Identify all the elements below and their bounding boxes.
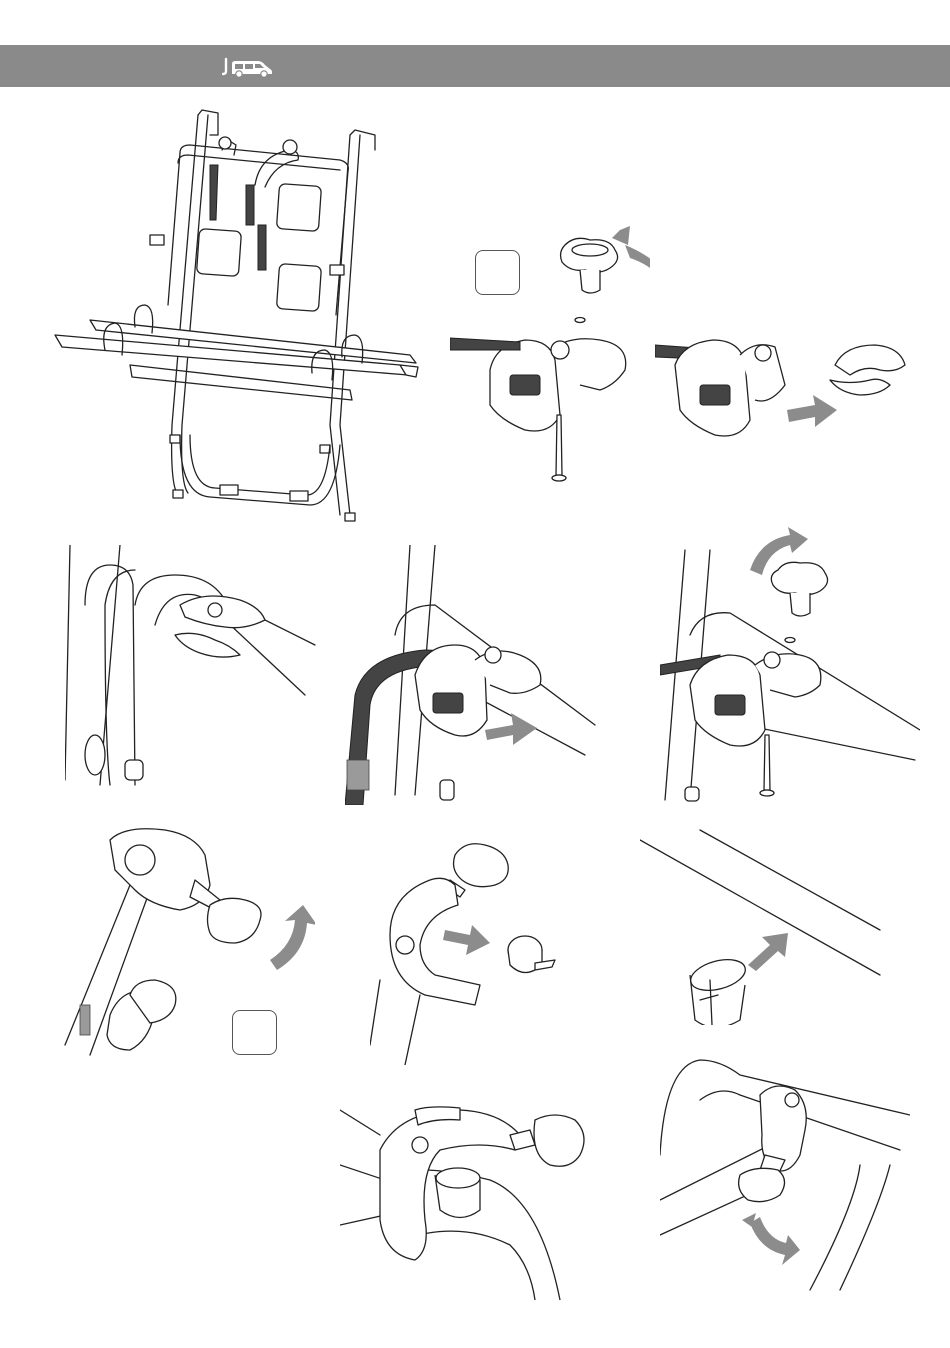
clamp-separate-illustration bbox=[655, 325, 925, 495]
step-badge bbox=[232, 1010, 277, 1055]
clamp-mounted-illustration bbox=[340, 1100, 600, 1300]
clamp-on-tube-illustration bbox=[65, 545, 325, 790]
insert-remove-illustration bbox=[370, 835, 570, 1065]
bike-rack-frame-illustration bbox=[50, 105, 420, 530]
strap-clamp-slide-illustration bbox=[345, 545, 600, 805]
clamp-tighten-illustration bbox=[660, 1055, 910, 1295]
knob-removal-illustration bbox=[450, 220, 650, 490]
header-bar bbox=[0, 45, 950, 87]
knob-reattach-illustration bbox=[660, 525, 920, 805]
insert-on-tube-illustration bbox=[640, 825, 885, 1025]
van-icon bbox=[222, 57, 274, 79]
